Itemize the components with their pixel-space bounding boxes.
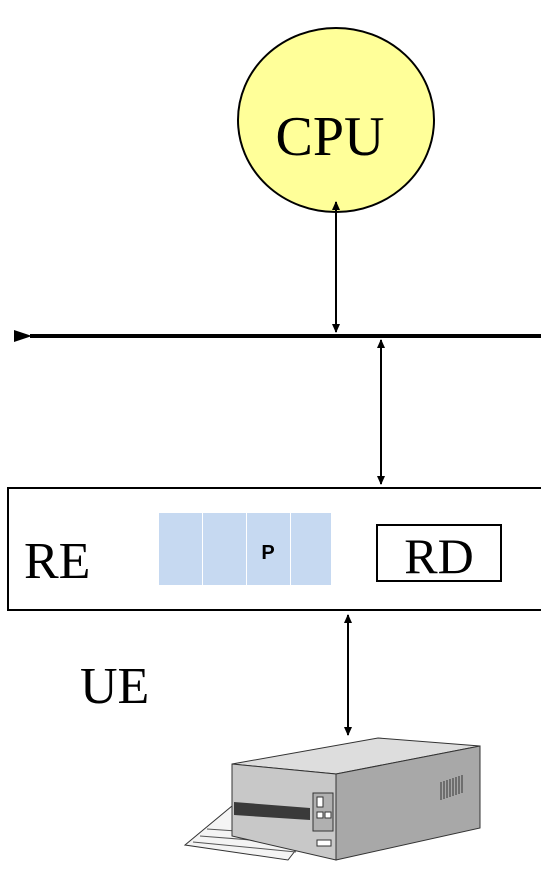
cpu-node: CPU (237, 27, 435, 213)
data-register: RD (376, 524, 502, 584)
buffer-cell (159, 513, 202, 585)
io-controller: RE P RD (7, 487, 541, 611)
buffer-cell (203, 513, 246, 585)
buffer: P (159, 513, 331, 585)
unit-label: UE (80, 658, 149, 715)
paper-slot (234, 802, 310, 820)
buffer-cell (291, 513, 331, 585)
printer-side (335, 745, 481, 861)
cpu-label: CPU (276, 106, 385, 168)
controller-label: RE (24, 533, 90, 590)
printer-icon (183, 737, 481, 861)
buffer-cell-label: P (261, 542, 274, 564)
vent-grille (440, 775, 463, 800)
buffer-cell (247, 513, 290, 585)
register-box (376, 524, 502, 582)
register-label: RD (404, 528, 473, 584)
